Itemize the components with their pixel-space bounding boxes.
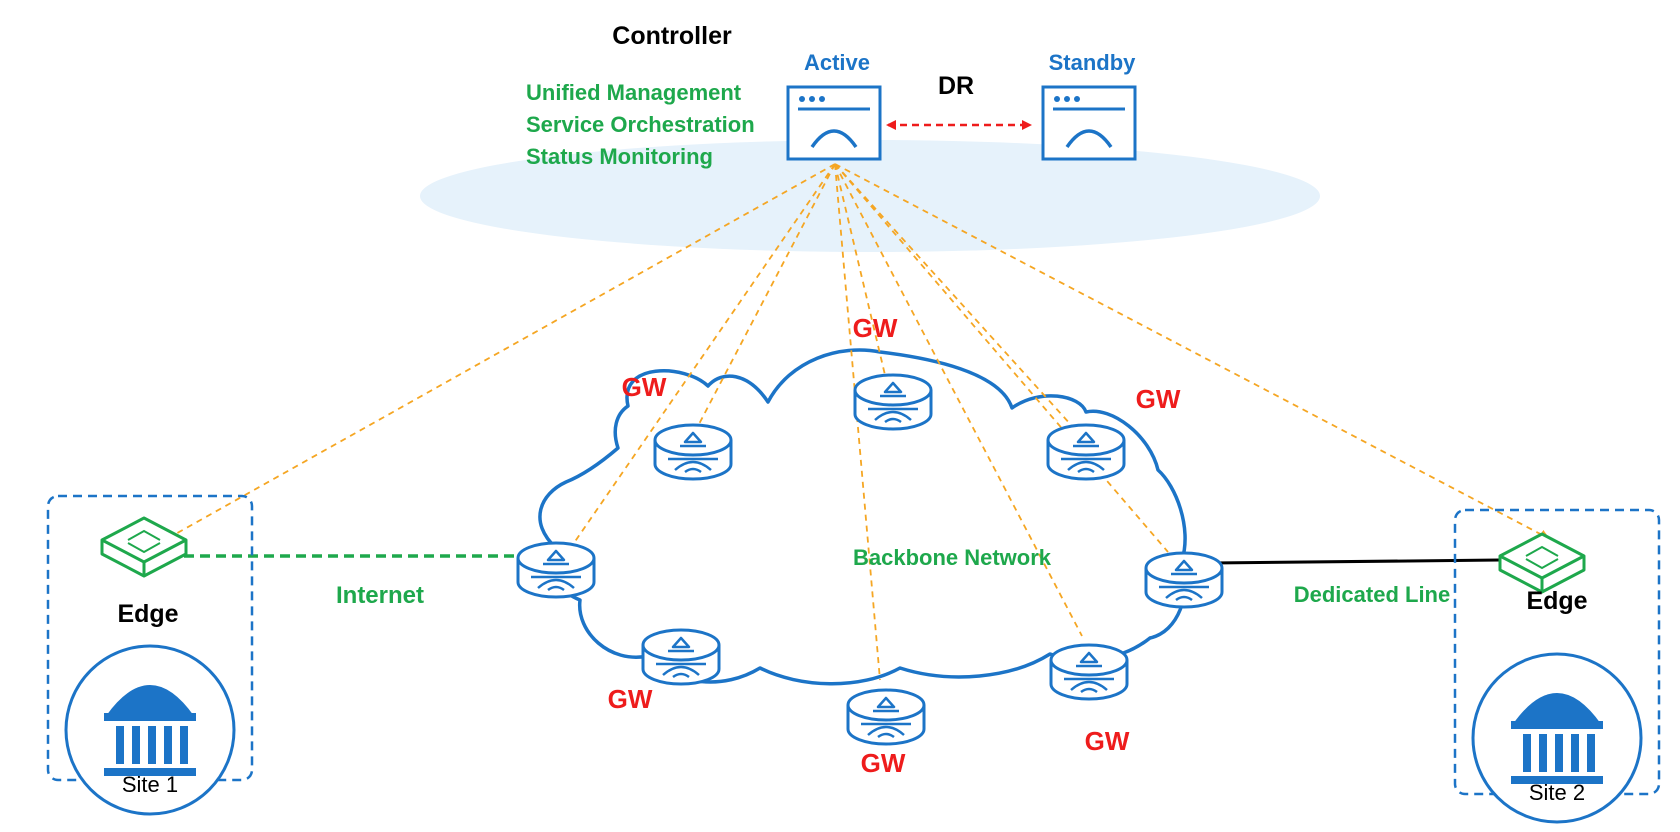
standby-controller-label: Standby xyxy=(1049,50,1137,75)
management-link xyxy=(834,163,1073,427)
gateway-router-icon[interactable] xyxy=(653,423,733,481)
dr-label: DR xyxy=(938,72,974,100)
controller-function-label: Status Monitoring xyxy=(526,144,713,169)
management-link xyxy=(697,163,836,427)
controller-function-label: Service Orchestration xyxy=(526,112,755,137)
management-link xyxy=(834,163,1083,637)
gateway-label: GW xyxy=(853,313,898,343)
controller-title: Controller xyxy=(612,22,732,50)
gateway-router-icon[interactable] xyxy=(846,688,926,746)
management-link xyxy=(834,163,1550,539)
site-1-label: Site 1 xyxy=(122,772,178,797)
site-2-edge-label: Edge xyxy=(1526,587,1587,615)
dedicated-line-link xyxy=(1211,558,1501,565)
site-1-edge-device-icon[interactable] xyxy=(100,516,188,578)
gateway-label: GW xyxy=(608,684,653,714)
internet-label: Internet xyxy=(336,582,424,609)
management-link xyxy=(834,163,1169,553)
management-links xyxy=(171,163,1550,681)
management-link xyxy=(834,163,881,681)
gateway-label: GW xyxy=(1085,726,1130,756)
gateway-router-icon[interactable] xyxy=(1144,551,1224,609)
controller-cluster-ellipse xyxy=(420,140,1320,252)
site-2-label: Site 2 xyxy=(1529,780,1585,805)
site-1-edge-label: Edge xyxy=(117,600,178,628)
active-controller-server-icon[interactable] xyxy=(786,85,882,161)
backbone-network-label: Backbone Network xyxy=(853,545,1052,570)
site-2-edge-device-icon[interactable] xyxy=(1498,532,1586,594)
standby-controller-server-icon[interactable] xyxy=(1041,85,1137,161)
gateway-label: GW xyxy=(1136,384,1181,414)
gateway-router-icon[interactable] xyxy=(853,373,933,431)
controller-function-label: Unified Management xyxy=(526,80,742,105)
management-link xyxy=(834,163,886,376)
active-controller-label: Active xyxy=(804,50,870,75)
gateway-router-icon[interactable] xyxy=(1046,423,1126,481)
dedicated-line-label: Dedicated Line xyxy=(1294,582,1450,607)
gateway-label: GW xyxy=(622,372,667,402)
gateway-router-icon[interactable] xyxy=(516,541,596,599)
management-link xyxy=(564,163,836,557)
management-link xyxy=(171,163,836,537)
gateway-router-icon[interactable] xyxy=(641,628,721,686)
gateway-router-icon[interactable] xyxy=(1049,643,1129,701)
gateway-label: GW xyxy=(861,748,906,778)
